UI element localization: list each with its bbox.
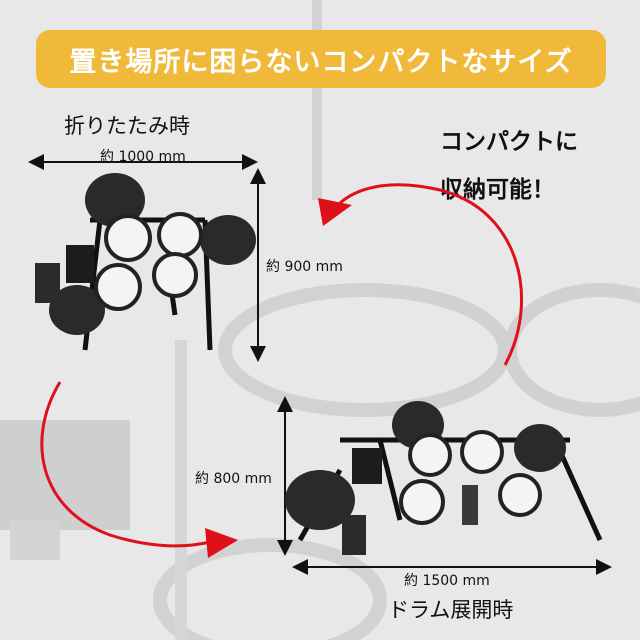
unfold-arrow-head xyxy=(205,528,238,558)
expanded-height-label: 約 800 mm xyxy=(195,471,272,487)
folded-pads xyxy=(94,212,203,311)
folded-cymbals xyxy=(49,173,256,335)
expanded-module xyxy=(352,448,382,484)
fold-arrow-curve xyxy=(336,183,524,366)
kick-pedal xyxy=(462,485,478,525)
folded-height-label: 約 900 mm xyxy=(266,259,343,275)
callout-line-2: 収納可能！ xyxy=(440,177,555,203)
folded-module xyxy=(66,245,94,283)
folded-title: 折りたたみ時 xyxy=(64,114,190,138)
expanded-pads xyxy=(399,430,542,525)
headline-banner: 置き場所に困らないコンパクトなサイズ xyxy=(36,30,606,88)
expanded-pedal xyxy=(342,515,366,555)
callout-line-1: コンパクトに xyxy=(440,129,578,155)
compact-callout: コンパクトに 収納可能！ xyxy=(440,118,578,214)
folded-pedal xyxy=(35,263,60,303)
unfold-arrow-curve xyxy=(40,381,211,548)
fold-arrow-head xyxy=(318,198,352,226)
expanded-width-label: 約 1500 mm xyxy=(404,573,490,589)
expanded-title: ドラム展開時 xyxy=(388,598,514,622)
